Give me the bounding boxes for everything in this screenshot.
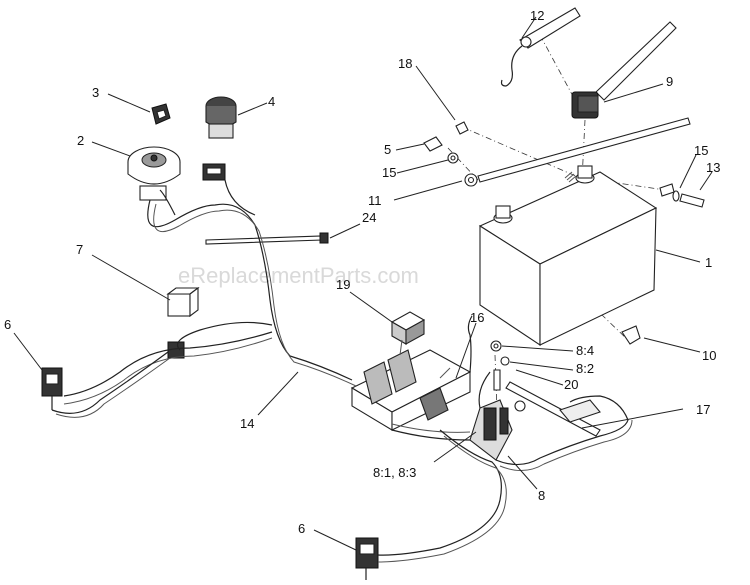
callout-4: 4	[268, 94, 275, 109]
battery-cable-rod	[464, 117, 691, 187]
fuse-block-housing	[350, 339, 472, 431]
callout-7: 7	[76, 242, 83, 257]
ignition-key	[151, 103, 171, 125]
battery	[478, 165, 658, 347]
callout-24: 24	[362, 210, 376, 225]
callout-8-1-8-3: 8:1, 8:3	[373, 465, 416, 480]
callout-20: 20	[564, 377, 578, 392]
wire-harness	[51, 179, 633, 563]
callout-8-2: 8:2	[576, 361, 594, 376]
relay-connector	[166, 286, 200, 359]
callout-17: 17	[696, 402, 710, 417]
cable-tie	[205, 232, 329, 245]
solenoid-bracket	[505, 381, 601, 437]
callout-13: 13	[706, 160, 720, 175]
leader-lines	[13, 16, 713, 551]
battery-hardware	[423, 121, 705, 208]
pto-switch-knob	[205, 96, 237, 139]
terminal-cover	[621, 325, 641, 345]
callout-14: 14	[240, 416, 254, 431]
ignition-switch	[127, 146, 181, 201]
switch-connector	[202, 163, 226, 181]
fuse-module	[390, 311, 426, 345]
callout-15-left: 15	[382, 165, 396, 180]
callout-8: 8	[538, 488, 545, 503]
callout-2: 2	[77, 133, 84, 148]
callout-1: 1	[705, 255, 712, 270]
safety-switch-lower	[355, 537, 379, 580]
callout-9: 9	[666, 74, 673, 89]
callout-12: 12	[530, 8, 544, 23]
callout-19: 19	[336, 277, 350, 292]
callout-5: 5	[384, 142, 391, 157]
callout-10: 10	[702, 348, 716, 363]
callout-8-4: 8:4	[576, 343, 594, 358]
callout-15-right: 15	[694, 143, 708, 158]
watermark-text: eReplacementParts.com	[178, 263, 419, 288]
seat-switch-upper	[41, 367, 63, 410]
callout-11: 11	[368, 193, 382, 208]
callout-6-lower: 6	[298, 521, 305, 536]
callout-16: 16	[470, 310, 484, 325]
callout-3: 3	[92, 85, 99, 100]
battery-strap-hook	[500, 7, 581, 87]
callout-labels: 1 2 3 4 5 6 6 7 8 9 10 11 12 13 14 15 15…	[4, 8, 720, 536]
battery-strap	[571, 21, 677, 119]
starter-solenoid	[469, 340, 526, 461]
callout-6-upper: 6	[4, 317, 11, 332]
callout-18: 18	[398, 56, 412, 71]
